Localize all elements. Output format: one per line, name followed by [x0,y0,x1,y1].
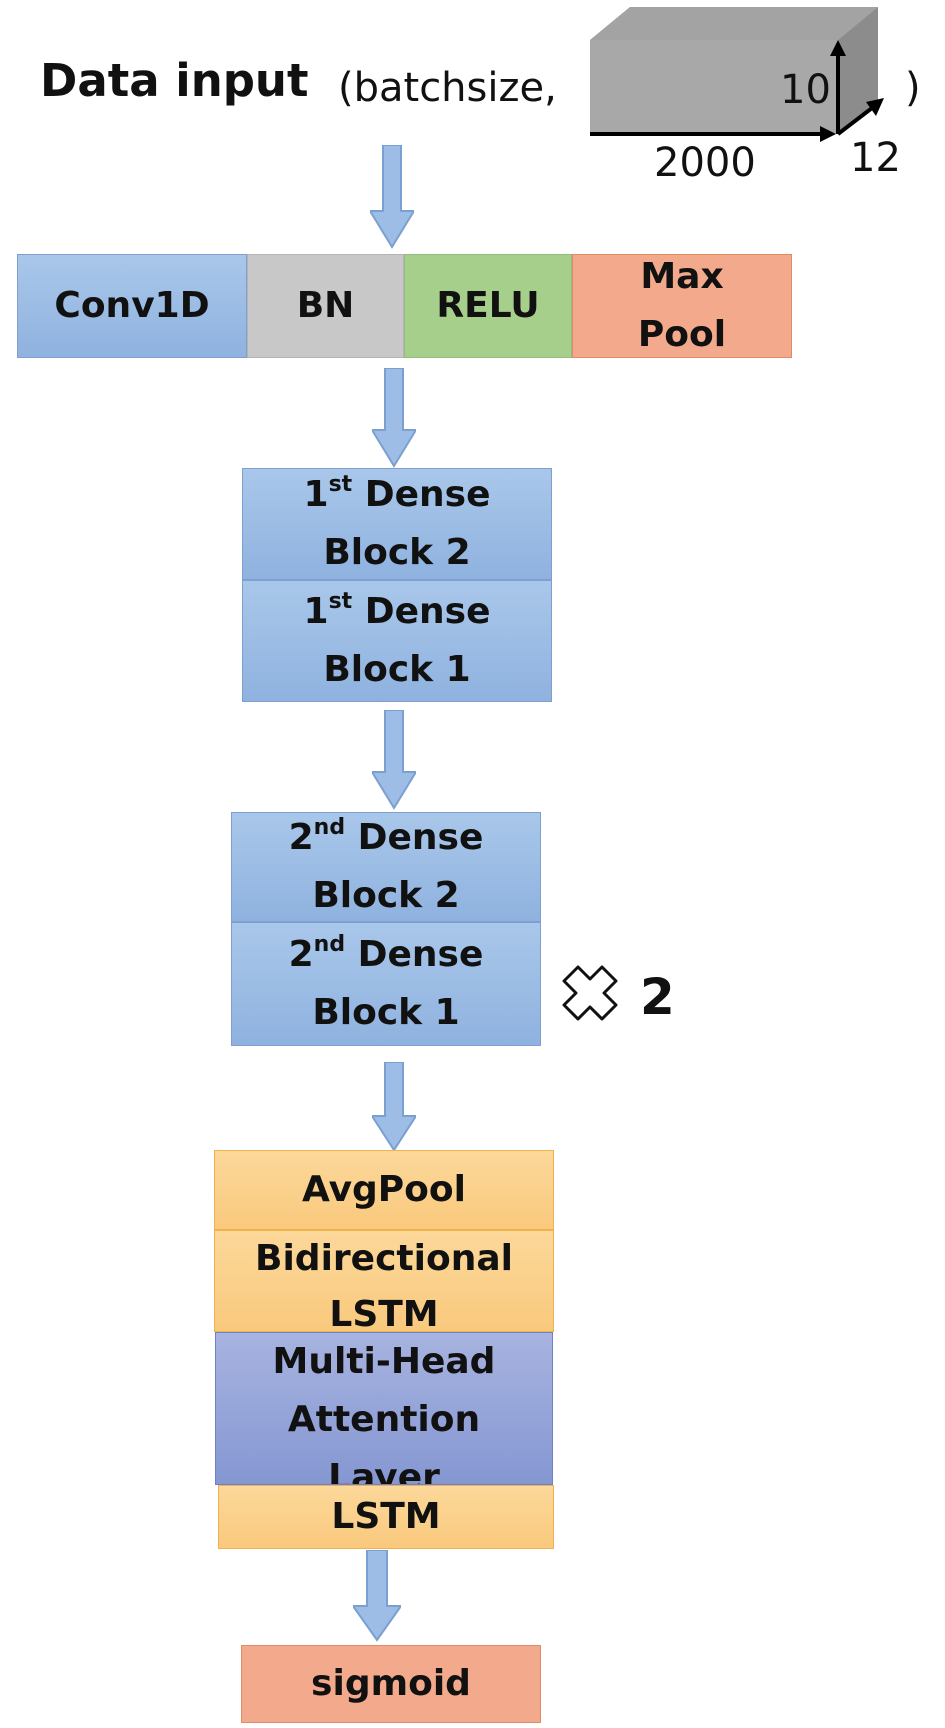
dense2-block1-title: 2nd Dense [288,932,484,976]
dense1-block2-sub: Block 2 [323,532,471,573]
dense2-block2-title: 2nd Dense [288,815,484,859]
dim-label-10: 10 [780,67,831,113]
sigmoid-block: sigmoid [241,1645,541,1723]
relu-label: RELU [436,285,540,326]
dense1-block1-sub: Block 1 [323,649,471,690]
dense2-block1-sub: Block 1 [312,992,460,1033]
dense1-block1-title: 1st Dense [303,589,491,633]
dense1-block2-title: 1st Dense [303,472,491,516]
repeat-count: 2 [640,968,675,1026]
dim-label-2000: 2000 [654,140,756,186]
sigmoid-label: sigmoid [311,1663,471,1704]
dense2-block2-sub: Block 2 [312,875,460,916]
avgpool-block: AvgPool [214,1150,554,1230]
bilstm-block: Bidirectional LSTM [214,1230,554,1335]
avgpool-label: AvgPool [301,1169,466,1210]
conv1d-block: Conv1D [17,254,247,358]
relu-block: RELU [404,254,572,358]
down-arrow-icon [370,145,414,249]
cuboid-icon [590,7,884,142]
down-arrow-icon [372,1062,416,1152]
lstm-label: LSTM [331,1496,441,1537]
mha-label: Multi-Head Attention Layer [272,1341,496,1485]
mha-block: Multi-Head Attention Layer [215,1332,553,1485]
batchsize-label: (batchsize, [338,65,557,111]
dim-label-12: 12 [850,135,901,181]
down-arrow-icon [372,368,416,468]
bn-label: BN [296,285,355,326]
times-icon [562,965,618,1021]
conv1d-label: Conv1D [54,285,210,326]
lstm-block: LSTM [218,1485,554,1549]
dense1-block2: 1st Dense Block 2 [242,468,552,580]
dense2-block2: 2nd Dense Block 2 [231,812,541,922]
dense1-block1: 1st Dense Block 1 [242,580,552,702]
bilstm-label: Bidirectional LSTM [255,1238,513,1335]
bn-block: BN [247,254,404,358]
data-input-title: Data input [40,54,309,107]
dense2-block1: 2nd Dense Block 1 [231,922,541,1046]
down-arrow-icon [353,1550,401,1642]
down-arrow-icon [372,710,416,810]
maxpool-block: Max Pool [572,254,792,358]
close-paren: ) [905,65,921,111]
maxpool-label: Max Pool [637,256,727,355]
